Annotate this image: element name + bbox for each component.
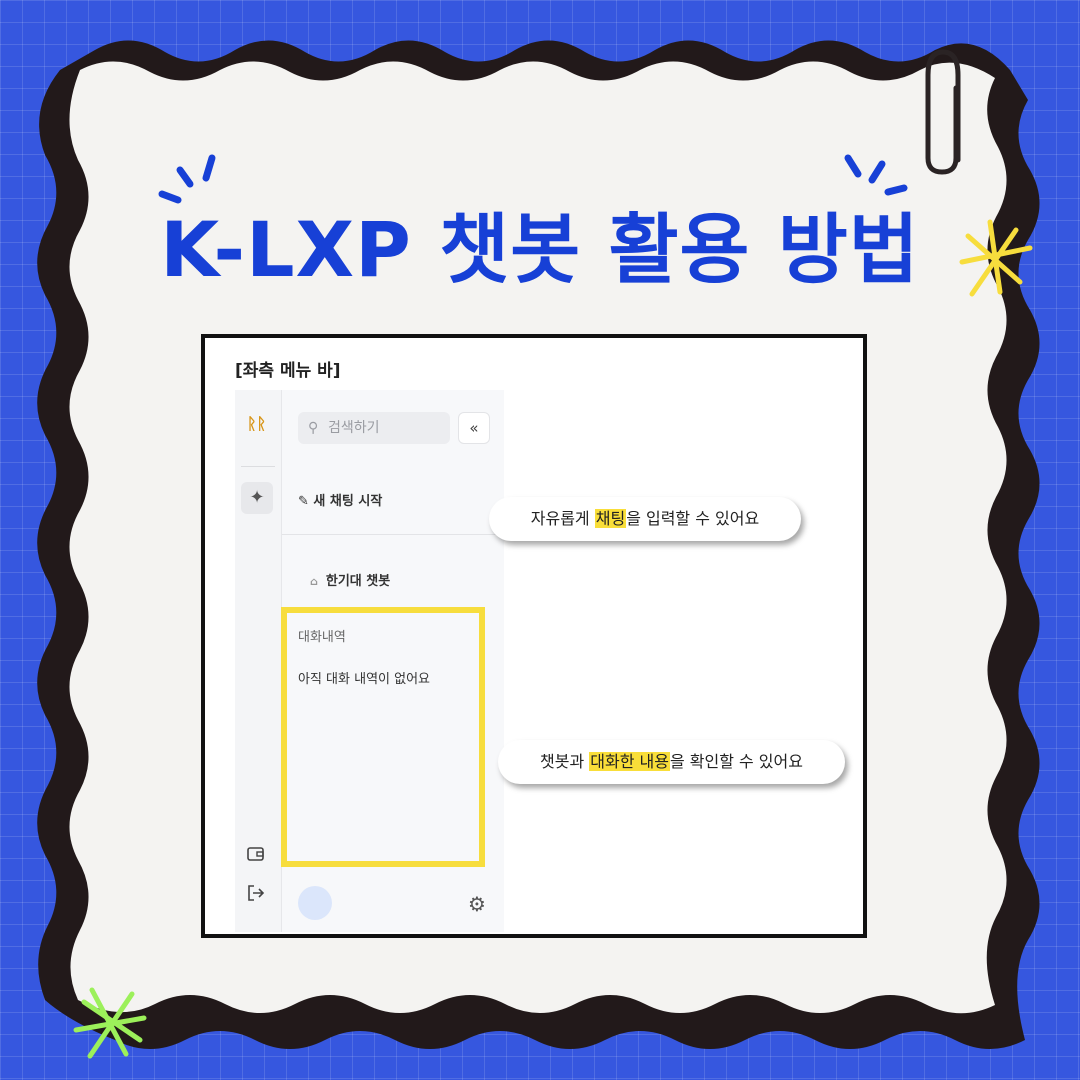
- yellow-star-icon: [959, 219, 1033, 297]
- collapse-icon[interactable]: «: [458, 412, 490, 444]
- search-placeholder: 검색하기: [328, 420, 380, 436]
- sparkle-icon[interactable]: ✦: [241, 482, 273, 514]
- new-chat-label: 새 채팅 시작: [313, 494, 383, 509]
- callout-highlight: 대화한 내용: [589, 752, 670, 771]
- logout-icon[interactable]: [247, 884, 265, 906]
- bot-icon: ⌂: [310, 575, 318, 588]
- title-spark-left: [158, 154, 216, 204]
- green-star-icon: [73, 987, 147, 1059]
- screenshot-label: [좌측 메뉴 바]: [235, 361, 341, 381]
- history-empty-message: 아직 대화 내역이 없어요: [298, 672, 430, 687]
- paperclip-icon: [925, 49, 961, 175]
- bot-label: 한기대 챗봇: [325, 574, 391, 589]
- page-title: K-LXP 챗봇 활용 방법: [160, 205, 920, 294]
- search-input[interactable]: ⚲ 검색하기: [298, 412, 450, 444]
- title-spark-right: [844, 154, 908, 196]
- callout-text: 챗봇과: [540, 752, 590, 771]
- callout-chat: 자유롭게 채팅을 입력할 수 있어요: [489, 497, 801, 541]
- logo-icon[interactable]: ᚱᚱ: [247, 414, 267, 433]
- history-highlight-box: [281, 607, 485, 867]
- callout-highlight: 채팅: [594, 509, 627, 528]
- sidebar-divider: [282, 534, 504, 535]
- history-title: 대화내역: [298, 630, 346, 645]
- left-rail: ᚱᚱ ✦: [235, 390, 282, 932]
- wallet-icon[interactable]: [247, 846, 265, 862]
- sidebar-panel: ⚲ 검색하기 « ✎ 새 채팅 시작 ⌂ 한기대 챗봇 대화내역 아직 대화 내역…: [282, 390, 504, 932]
- new-chat-button[interactable]: ✎ 새 채팅 시작: [298, 490, 382, 509]
- rail-divider: [241, 466, 275, 467]
- callout-history: 챗봇과 대화한 내용을 확인할 수 있어요: [498, 740, 845, 784]
- gear-icon[interactable]: ⚙: [468, 892, 486, 916]
- pencil-icon: ✎: [298, 494, 314, 509]
- callout-text: 자유롭게: [530, 509, 595, 528]
- screenshot-panel: [좌측 메뉴 바] ᚱᚱ ✦ ⚲ 검색하기 « ✎ 새 채팅 시작 ⌂ 한기대 챗…: [201, 334, 867, 938]
- callout-text: 을 입력할 수 있어요: [626, 509, 760, 528]
- callout-text: 을 확인할 수 있어요: [669, 752, 803, 771]
- avatar[interactable]: [298, 886, 332, 920]
- sidebar-item-bot[interactable]: ⌂ 한기대 챗봇: [310, 570, 390, 589]
- search-icon: ⚲: [308, 420, 319, 436]
